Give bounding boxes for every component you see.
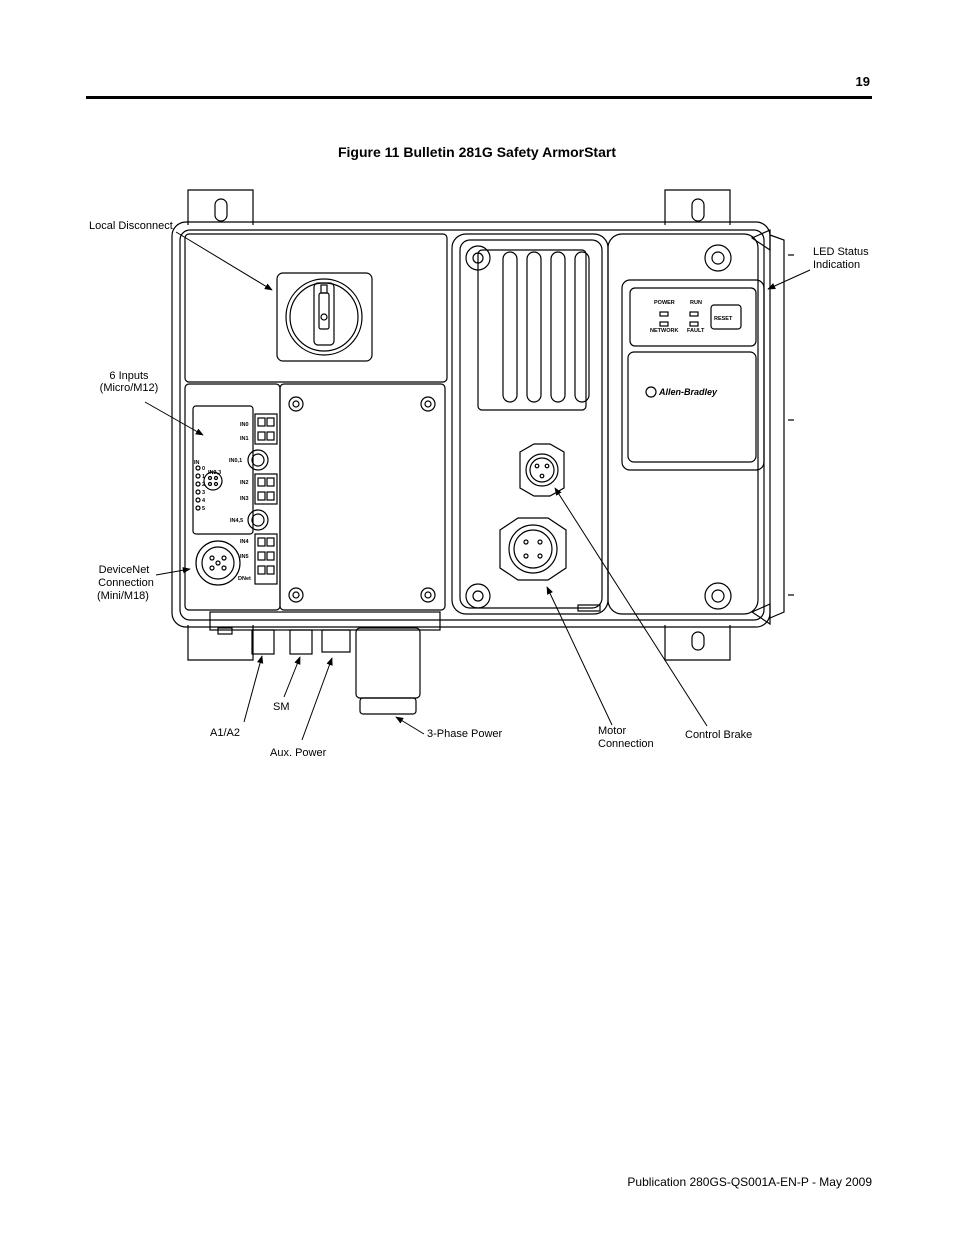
callout-sm: SM	[273, 701, 290, 713]
leader-a1a2	[243, 655, 264, 723]
led-label-run: RUN	[690, 300, 702, 306]
callout-inputs-line1: 6 Inputs	[109, 370, 149, 382]
callout-local-disconnect: Local Disconnect	[89, 220, 173, 232]
in4-label: IN4	[240, 539, 250, 545]
leader-motor-connection	[546, 586, 613, 726]
callout-3-phase-power: 3-Phase Power	[427, 728, 503, 740]
in01-label: IN0,1	[229, 458, 242, 464]
in3-label: IN3	[240, 496, 249, 502]
publication-footer: Publication 280GS-QS001A-EN-P - May 2009	[627, 1175, 872, 1189]
callout-led-status-line1: LED Status	[813, 246, 869, 258]
in-led-1: 1	[202, 474, 205, 480]
leader-6-inputs	[144, 401, 204, 436]
callout-motor-line2: Connection	[598, 738, 654, 750]
in23-label: IN2,3	[208, 470, 221, 476]
callout-motor-line1: Motor	[598, 725, 626, 737]
in5-label: IN5	[240, 554, 249, 560]
callout-devicenet-line3: (Mini/M18)	[97, 590, 149, 602]
dnet-label: DNet	[238, 576, 251, 582]
in-led-label: IN	[194, 460, 200, 466]
reset-button-label: RESET	[714, 316, 733, 322]
page-number: 19	[855, 74, 870, 89]
led-label-network: NETWORK	[650, 328, 678, 334]
leader-3-phase-power	[395, 716, 425, 735]
header-rule	[86, 96, 872, 99]
in0-label: IN0	[240, 422, 249, 428]
in1-label: IN1	[240, 436, 249, 442]
in-led-4: 4	[202, 498, 206, 504]
in2-label: IN2	[240, 480, 249, 486]
in-led-2: 2	[202, 482, 205, 488]
in45-label: IN4,5	[230, 518, 243, 524]
in-led-5: 5	[202, 506, 205, 512]
callout-devicenet-line1: DeviceNet	[99, 564, 150, 576]
callout-inputs-line2: (Micro/M12)	[100, 382, 159, 394]
in-led-3: 3	[202, 490, 205, 496]
leader-local-disconnect	[175, 231, 273, 291]
callout-a1a2: A1/A2	[210, 727, 240, 739]
callout-aux-power: Aux. Power	[270, 747, 327, 759]
led-label-fault: FAULT	[687, 328, 705, 334]
led-label-power: POWER	[654, 300, 675, 306]
leader-control-brake	[554, 487, 708, 727]
brand-logo-text: Allen-Bradley	[658, 387, 718, 397]
in-led-0: 0	[202, 466, 205, 472]
device-drawing	[171, 189, 794, 715]
figure-title: Figure 11 Bulletin 281G Safety ArmorStar…	[337, 144, 616, 160]
leader-devicenet	[155, 567, 191, 576]
leader-aux-power	[301, 657, 333, 741]
callout-devicenet-line2: Connection	[98, 577, 154, 589]
callout-control-brake: Control Brake	[685, 729, 752, 741]
leader-sm	[283, 656, 301, 698]
leader-led-status	[767, 269, 811, 290]
callout-led-status-line2: Indication	[813, 259, 860, 271]
